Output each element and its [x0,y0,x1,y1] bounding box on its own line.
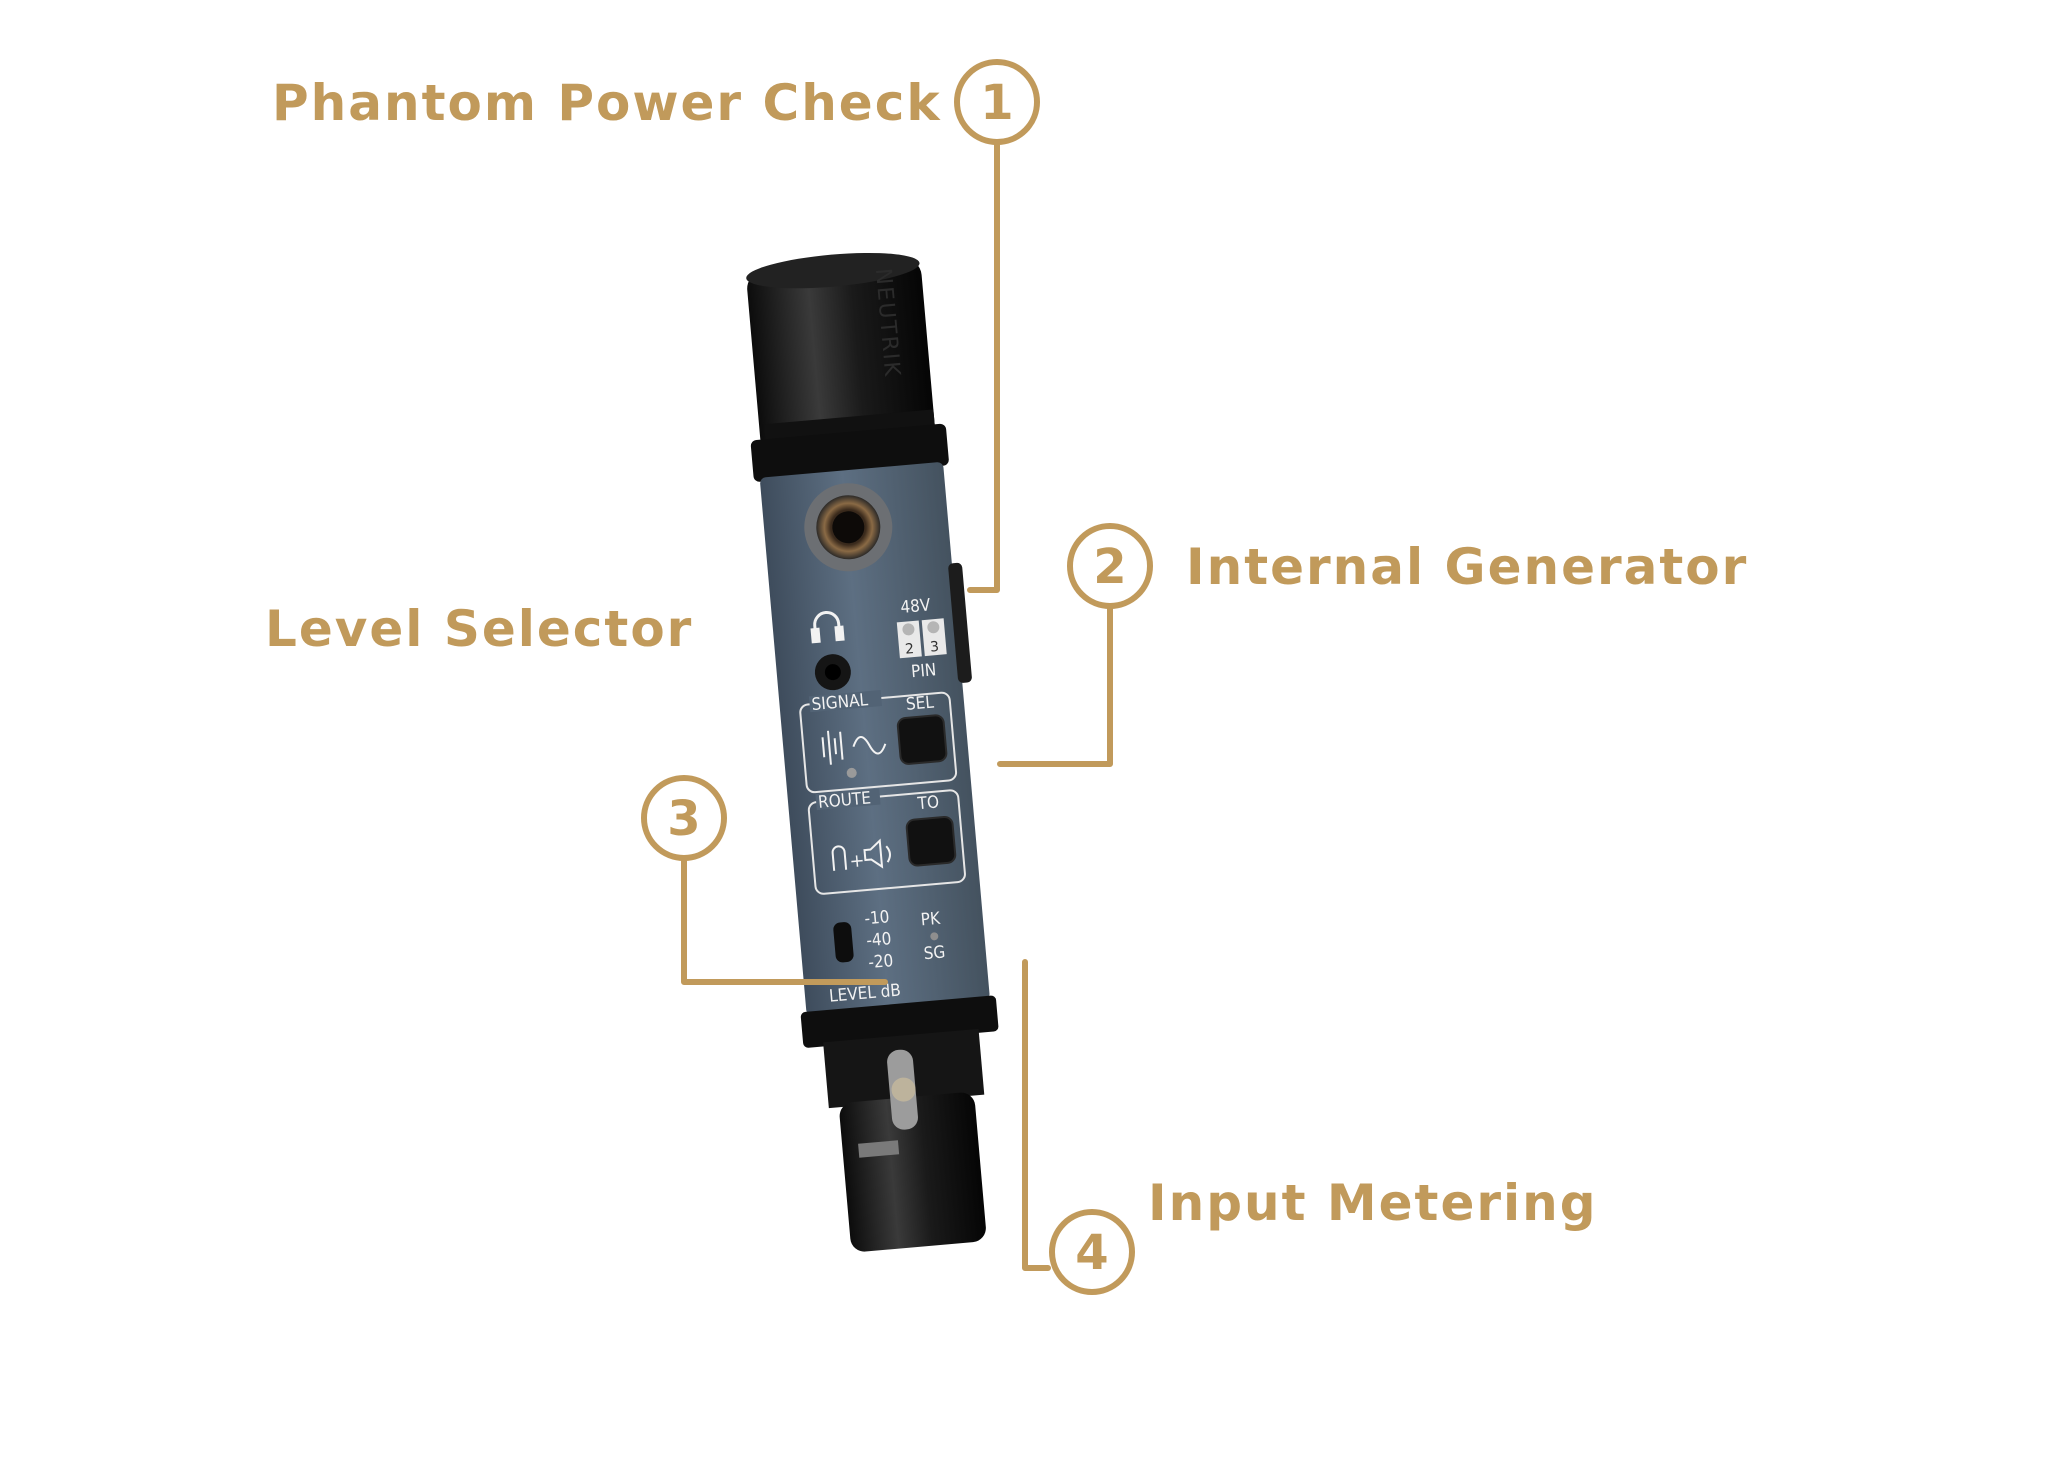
callout-number-4: 4 [1075,1225,1108,1281]
signal-section: SIGNAL SEL [799,690,958,794]
callout-label-phantom-power-check: Phantom Power Check [272,74,942,132]
callout-circle-2 [1067,523,1153,609]
callout-circle-1 [954,59,1040,145]
level-option-3: -20 [868,951,895,973]
callout-number-3: 3 [667,791,700,847]
meter-sg-label: SG [923,942,946,964]
leader-lines [681,139,1113,1271]
headphone-jack-large [804,483,893,572]
plus-sign: + [849,850,866,872]
callout-number-1: 1 [980,75,1013,131]
leader-line-1 [967,139,1000,593]
signal-label: SIGNAL [811,690,869,715]
callout-label-internal-generator: Internal Generator [1186,538,1748,596]
callout-label-input-metering: Input Metering [1148,1174,1598,1232]
to-button[interactable] [905,815,957,867]
meter-pk-led [930,932,939,941]
level-option-2: -40 [866,929,893,951]
sine-wave-icon [852,735,887,755]
pin-2-label: 2 [905,641,915,658]
callout-circle-3 [641,775,727,861]
callout-number-2: 2 [1093,539,1126,595]
leader-line-3 [681,855,888,985]
phantom-led-block: 2 3 [896,618,947,659]
pin-3-label: 3 [929,639,939,656]
output-icon [831,845,848,871]
xlr-female-connector [823,1028,986,1252]
level-option-1: -10 [864,907,891,929]
leader-line-4 [1022,959,1051,1271]
route-section: ROUTE + TO [807,788,966,895]
device-illustration: NEUTRIK 48V [746,252,999,1252]
leader-line-2 [997,603,1113,767]
noise-icon [821,730,844,765]
device-body [760,462,990,1016]
sel-label: SEL [905,692,935,714]
signal-led [846,767,857,778]
side-wheel [948,562,972,683]
xlr-male-connector: NEUTRIK [746,252,936,456]
callout-circle-4 [1049,1209,1135,1295]
callout-label-level-selector: Level Selector [265,600,693,658]
speaker-icon [863,838,891,869]
pin-label: PIN [910,660,937,682]
headphone-icon [810,611,845,644]
sel-button[interactable] [896,714,948,765]
level-switch[interactable] [833,922,854,963]
route-label: ROUTE [817,788,871,813]
phantom-label: 48V [900,595,932,618]
callout-markers [641,59,1153,1295]
headphone-jack-small [814,654,851,691]
input-meter: PK SG [920,909,946,965]
to-label: TO [916,792,940,814]
meter-pk-label: PK [920,909,942,931]
